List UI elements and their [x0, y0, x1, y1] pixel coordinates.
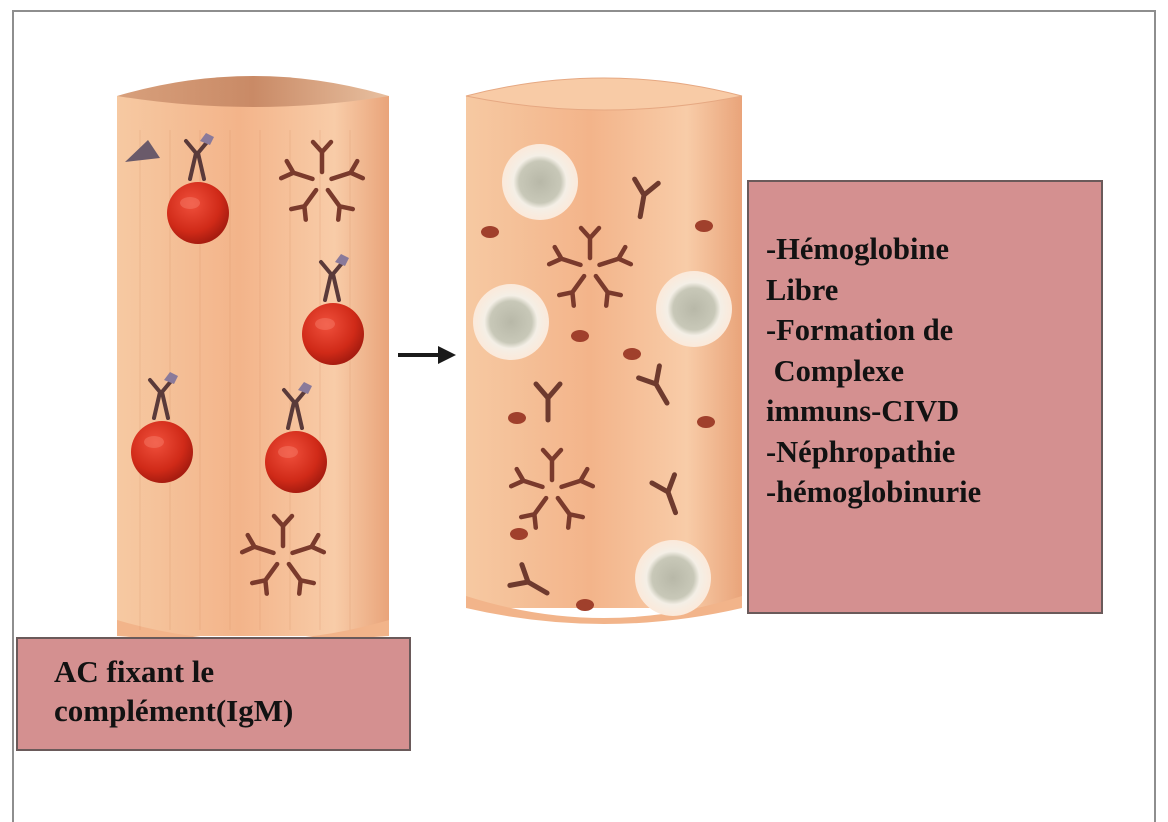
right-effects-box: -Hémoglobine Libre -Formation de Complex…: [747, 180, 1103, 614]
right-vessel: [466, 78, 742, 624]
arrow-right-icon: [398, 346, 456, 364]
white-cell-icon: [656, 271, 732, 347]
white-cell-icon: [502, 144, 578, 220]
effect-line: Complexe: [766, 351, 1101, 392]
white-cell-icon: [635, 540, 711, 616]
effect-line: -hémoglobinurie: [766, 472, 1101, 513]
left-caption-line: complément(IgM): [54, 691, 409, 730]
left-caption-box: AC fixant le complément(IgM): [16, 637, 411, 751]
white-cell-icon: [473, 284, 549, 360]
effect-line: -Formation de: [766, 310, 1101, 351]
effect-line: Libre: [766, 270, 1101, 311]
effect-line: -Hémoglobine: [766, 229, 1101, 270]
left-caption-line: AC fixant le: [54, 652, 409, 691]
effect-line: immuns-CIVD: [766, 391, 1101, 432]
effect-line: -Néphropathie: [766, 432, 1101, 473]
left-vessel: [117, 76, 389, 641]
